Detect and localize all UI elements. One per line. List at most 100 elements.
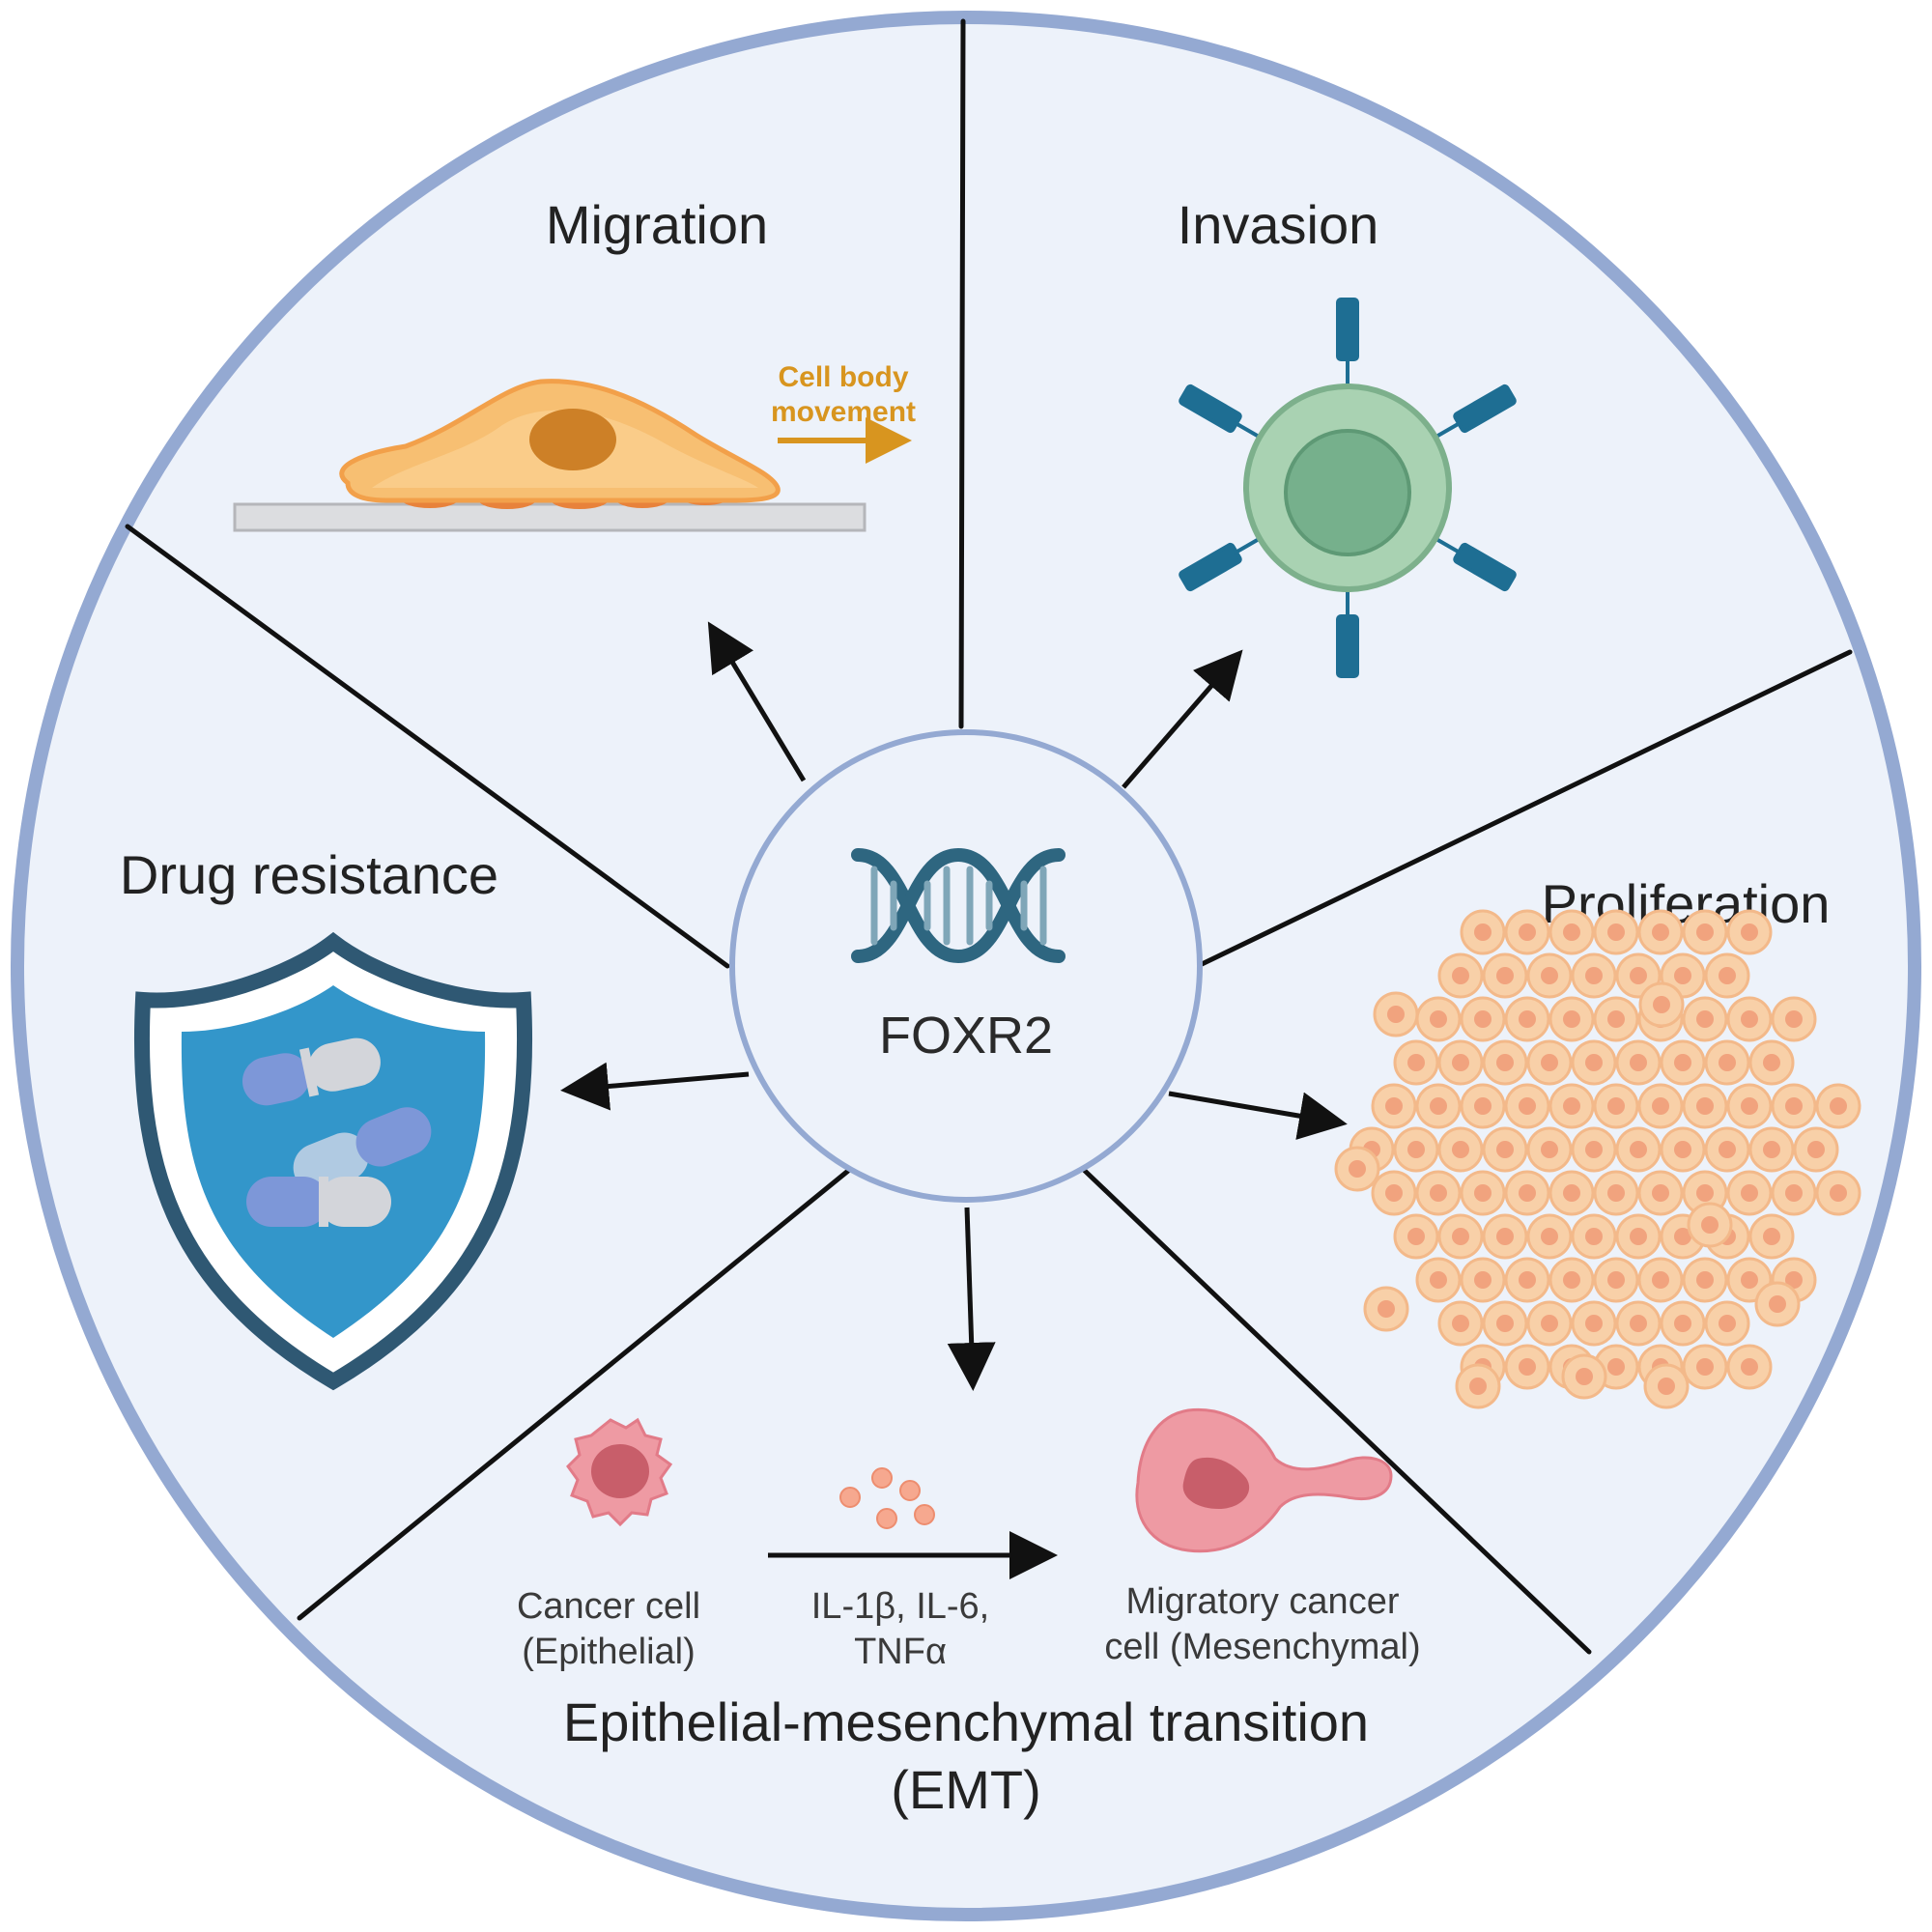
emt-illustration: [566, 1407, 1393, 1579]
divider-upper-right: [1195, 649, 1853, 969]
proliferating-cell-nucleus: [1719, 1054, 1736, 1071]
proliferating-cell-nucleus: [1674, 1141, 1691, 1158]
proliferating-cell-nucleus: [1763, 1228, 1780, 1245]
proliferating-cell-nucleus: [1630, 1228, 1647, 1245]
proliferating-cell-nucleus: [1474, 1271, 1492, 1289]
substrate-surface: [233, 502, 867, 532]
proliferating-cell-nucleus: [1785, 1097, 1803, 1115]
proliferating-cell-nucleus: [1696, 923, 1714, 941]
proliferating-cell-nucleus: [1519, 1097, 1536, 1115]
proliferating-cell-nucleus: [1430, 1184, 1447, 1202]
divider-lower-right: [1082, 1168, 1592, 1655]
proliferating-cell-nucleus: [1653, 996, 1670, 1013]
proliferating-cell-nucleus: [1541, 1141, 1558, 1158]
proliferating-cell-nucleus: [1785, 1010, 1803, 1028]
proliferating-cell-nucleus: [1541, 967, 1558, 984]
proliferating-cell-nucleus: [1785, 1184, 1803, 1202]
proliferating-cell-nucleus: [1719, 1141, 1736, 1158]
proliferating-cell-nucleus: [1719, 967, 1736, 984]
migrating-cell-icon: Cell body movement: [233, 361, 916, 532]
proliferating-cell-nucleus: [1407, 1054, 1425, 1071]
divider-upper-left: [125, 524, 730, 969]
proliferating-cell-nucleus: [1452, 1228, 1469, 1245]
proliferating-cell-nucleus: [1763, 1141, 1780, 1158]
proliferating-cell-nucleus: [1452, 1054, 1469, 1071]
drug-resistance-title: Drug resistance: [120, 844, 498, 905]
cell-cluster-icon: [1334, 909, 1861, 1409]
proliferating-cell-nucleus: [1496, 967, 1514, 984]
proliferating-cell-nucleus: [1830, 1097, 1847, 1115]
receptor-cell-icon: [1179, 298, 1517, 678]
arrow-to-drug-resistance: [560, 1062, 750, 1111]
dna-icon: [851, 847, 1065, 964]
proliferating-cell-nucleus: [1585, 1054, 1603, 1071]
capsule-icon: [242, 1037, 381, 1106]
proliferating-cell-nucleus: [1474, 923, 1492, 941]
proliferating-cell-nucleus: [1741, 1097, 1758, 1115]
proliferating-cell-nucleus: [1585, 967, 1603, 984]
proliferating-cell-nucleus: [1407, 1141, 1425, 1158]
proliferating-cell-nucleus: [1741, 1358, 1758, 1376]
arrow-to-migration: [707, 621, 807, 782]
proliferating-cell-nucleus: [1519, 1271, 1536, 1289]
proliferating-cell-nucleus: [1701, 1216, 1719, 1234]
proliferating-cell-nucleus: [1452, 1141, 1469, 1158]
proliferating-cell-nucleus: [1385, 1184, 1403, 1202]
epithelial-label-line1: Cancer cell: [517, 1586, 700, 1627]
proliferating-cell-nucleus: [1385, 1097, 1403, 1115]
migration-title: Migration: [546, 194, 768, 255]
proliferating-cell-nucleus: [1696, 1358, 1714, 1376]
proliferating-cell-nucleus: [1452, 1315, 1469, 1332]
proliferating-cell-nucleus: [1585, 1315, 1603, 1332]
epithelial-nucleus: [591, 1444, 649, 1498]
divider-top: [958, 18, 966, 729]
proliferating-cell-nucleus: [1430, 1271, 1447, 1289]
proliferating-cell-nucleus: [1474, 1010, 1492, 1028]
proliferating-cell-nucleus: [1696, 1097, 1714, 1115]
mesenchymal-cancer-cell: [1135, 1407, 1393, 1553]
proliferating-cell-nucleus: [1474, 1097, 1492, 1115]
movement-label-line1: Cell body: [778, 361, 908, 393]
proliferating-cell-nucleus: [1607, 1271, 1625, 1289]
cytokine-label-line1: IL-1β, IL-6,: [811, 1586, 990, 1627]
proliferating-cell-nucleus: [1658, 1378, 1675, 1395]
proliferating-cell-nucleus: [1387, 1006, 1405, 1023]
proliferating-cell-nucleus: [1430, 1010, 1447, 1028]
capsule-icon: [246, 1177, 391, 1227]
segment-dividers: [125, 18, 1853, 1655]
proliferating-cell-nucleus: [1563, 1010, 1580, 1028]
proliferating-cell-nucleus: [1719, 1315, 1736, 1332]
invasion-title: Invasion: [1178, 194, 1379, 255]
proliferating-cell-nucleus: [1830, 1184, 1847, 1202]
emt-title-line2: (EMT): [891, 1759, 1041, 1820]
cytokine-label-line2: TNFα: [854, 1632, 947, 1672]
proliferating-cell-nucleus: [1674, 1054, 1691, 1071]
proliferating-cell-nucleus: [1519, 1010, 1536, 1028]
proliferating-cell-nucleus: [1585, 1141, 1603, 1158]
arrow-to-emt: [947, 1207, 996, 1391]
proliferating-cell-nucleus: [1607, 1358, 1625, 1376]
proliferating-cell-nucleus: [1607, 1184, 1625, 1202]
proliferating-cell-nucleus: [1563, 1097, 1580, 1115]
proliferating-cell-nucleus: [1652, 923, 1669, 941]
proliferating-cell-nucleus: [1696, 1184, 1714, 1202]
proliferating-cell-nucleus: [1496, 1054, 1514, 1071]
proliferating-cell-nucleus: [1519, 1358, 1536, 1376]
proliferating-cell-nucleus: [1696, 1010, 1714, 1028]
invasive-cell-nucleus: [1284, 429, 1411, 556]
proliferating-cell-nucleus: [1576, 1368, 1593, 1385]
proliferating-cell-nucleus: [1585, 1228, 1603, 1245]
proliferating-cell-nucleus: [1607, 1097, 1625, 1115]
proliferating-cell-nucleus: [1630, 1054, 1647, 1071]
mesenchymal-nucleus: [1182, 1457, 1250, 1509]
proliferating-cell-nucleus: [1519, 923, 1536, 941]
proliferating-cell-nucleus: [1541, 1228, 1558, 1245]
proliferating-cell-nucleus: [1652, 1271, 1669, 1289]
proliferating-cell-nucleus: [1785, 1271, 1803, 1289]
proliferating-cell-nucleus: [1769, 1295, 1786, 1313]
proliferating-cell-nucleus: [1696, 1271, 1714, 1289]
proliferating-cell-nucleus: [1496, 1315, 1514, 1332]
cytokine-dots: [839, 1467, 935, 1529]
proliferating-cell-nucleus: [1349, 1160, 1366, 1178]
